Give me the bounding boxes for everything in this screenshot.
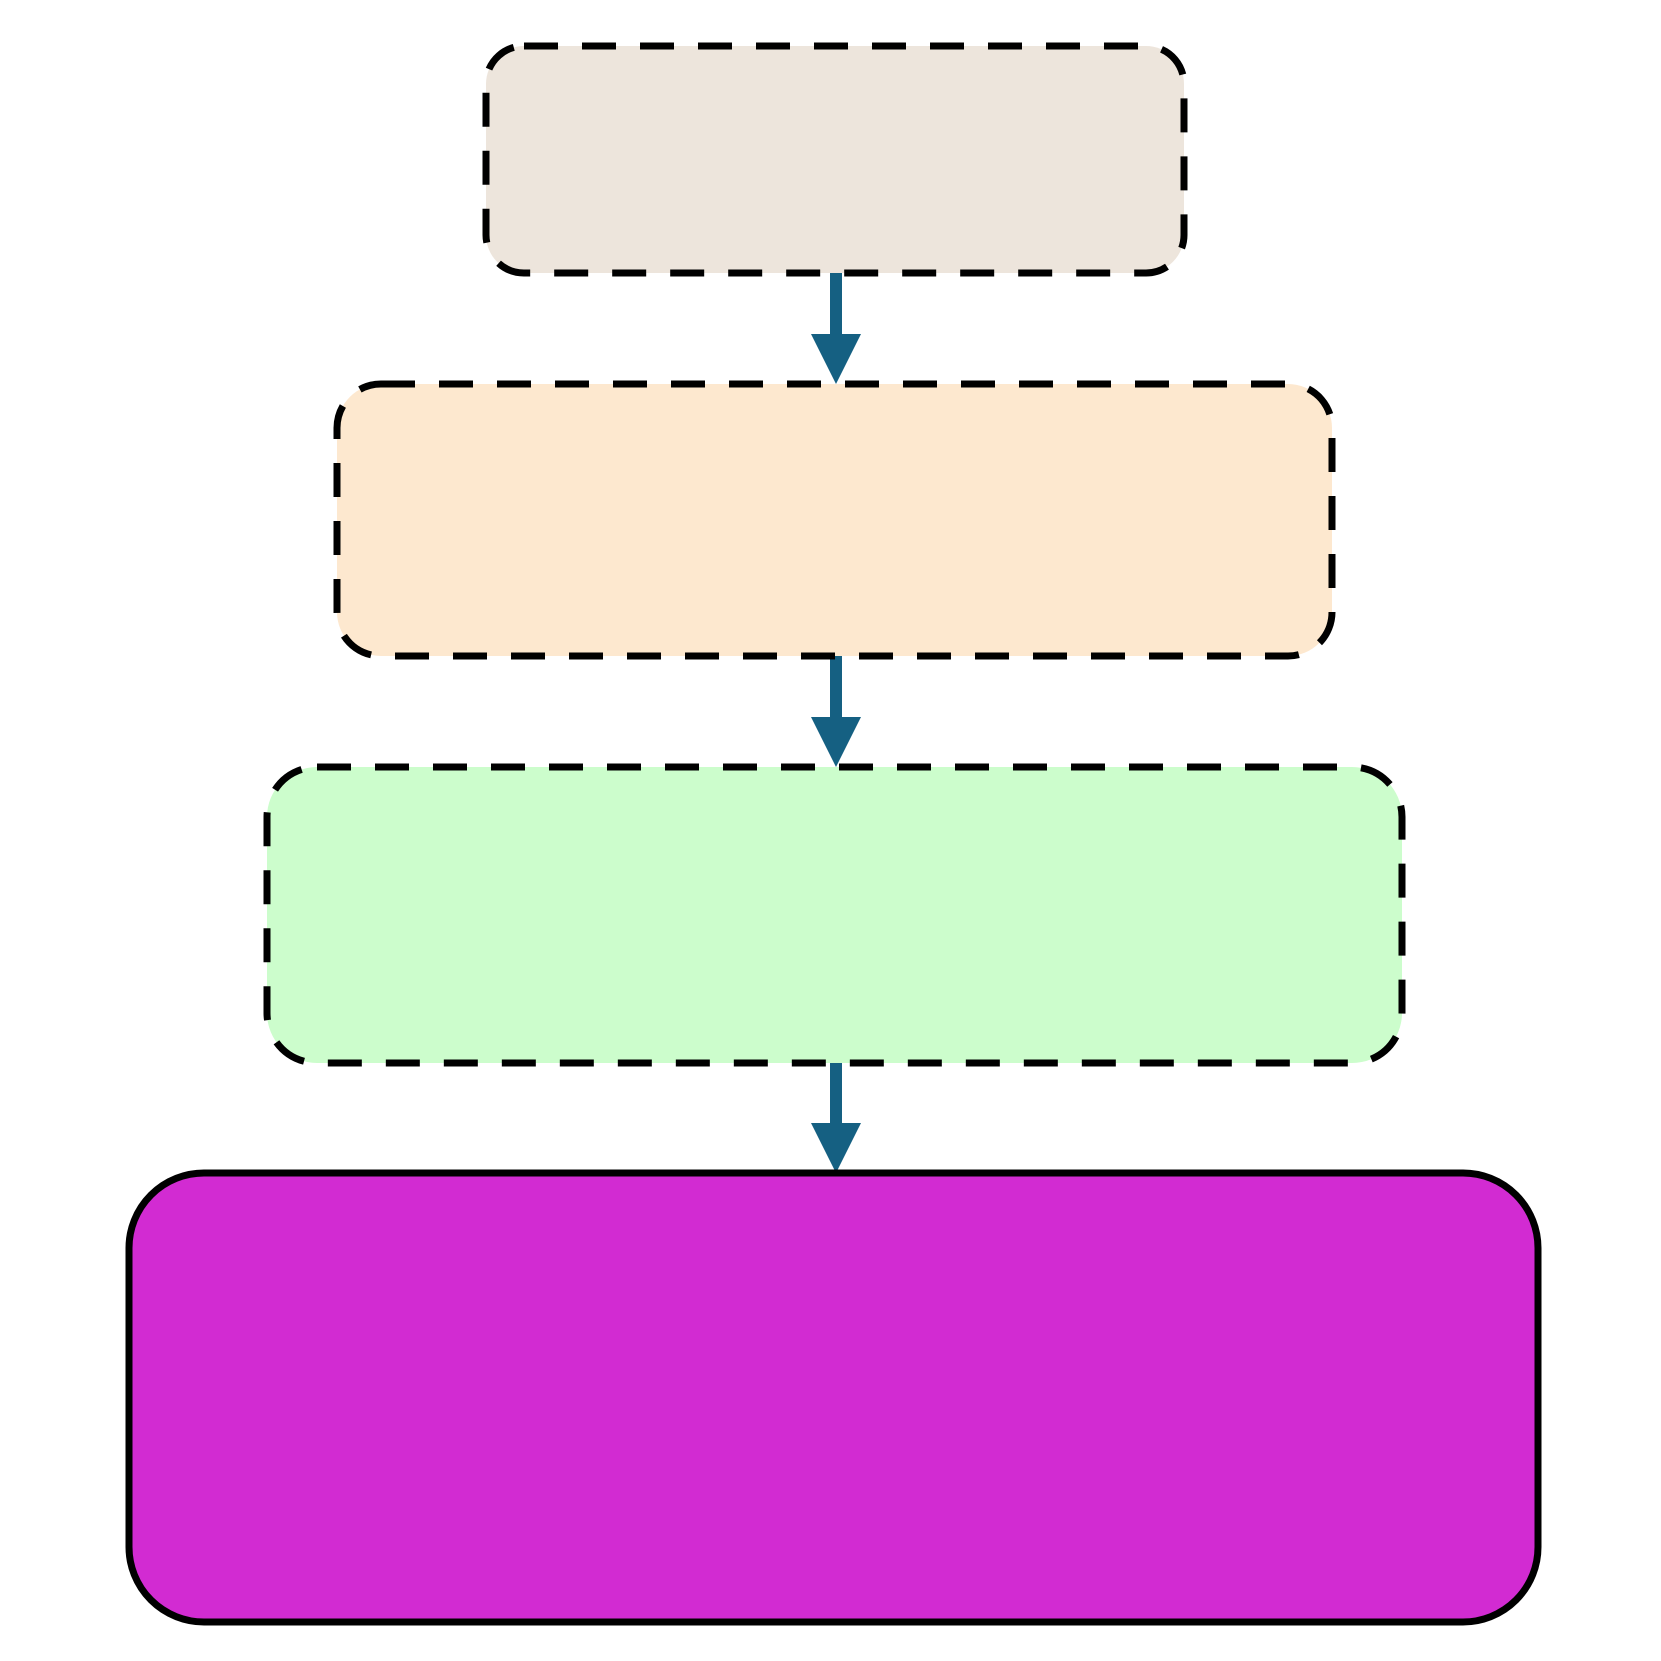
flow-node-3 [263, 763, 1406, 1067]
flow-arrow-1 [811, 273, 861, 384]
flow-node-2 [333, 380, 1336, 660]
flow-node-box [482, 42, 1188, 277]
arrow-head [811, 717, 861, 767]
flow-arrow-2 [811, 656, 861, 767]
edges-layer [811, 273, 861, 1173]
flow-node-box [263, 763, 1406, 1067]
nodes-layer [125, 42, 1542, 1626]
flow-node-box [125, 1169, 1542, 1626]
flow-node-1 [482, 42, 1188, 277]
arrow-head [811, 334, 861, 384]
flow-node-box [333, 380, 1336, 660]
arrow-head [811, 1123, 861, 1173]
flow-node-4 [125, 1169, 1542, 1626]
flow-arrow-3 [811, 1063, 861, 1173]
